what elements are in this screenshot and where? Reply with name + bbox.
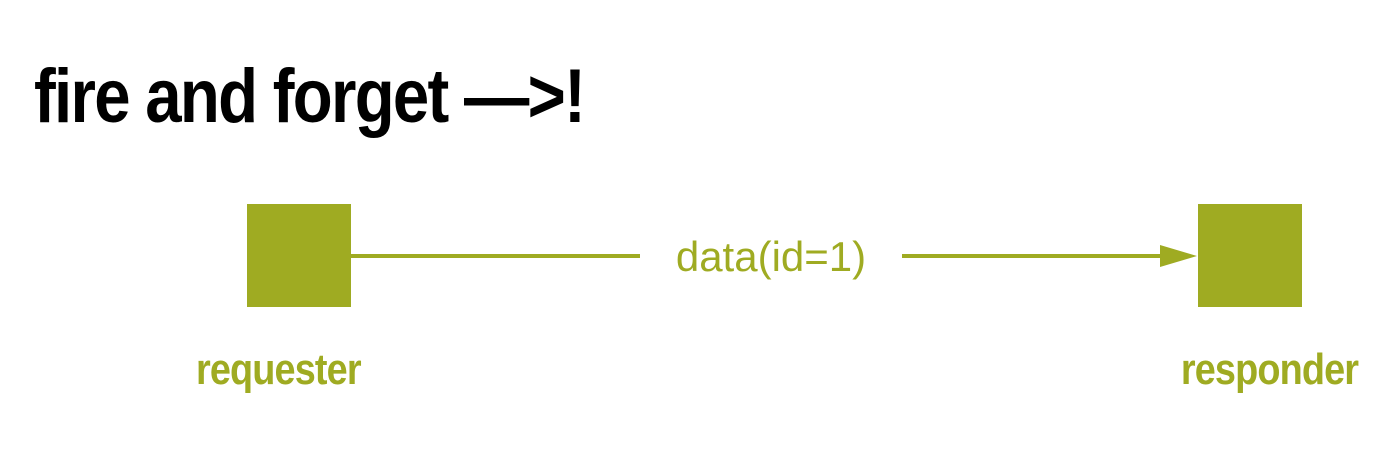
page-title: fire and forget —>! (34, 54, 586, 139)
requester-label: requester (196, 345, 362, 394)
requester-node (247, 204, 351, 307)
message-label: data(id=1) (675, 233, 867, 280)
arrowhead-icon (1160, 245, 1197, 267)
responder-node (1198, 204, 1302, 307)
responder-label: responder (1180, 345, 1359, 394)
